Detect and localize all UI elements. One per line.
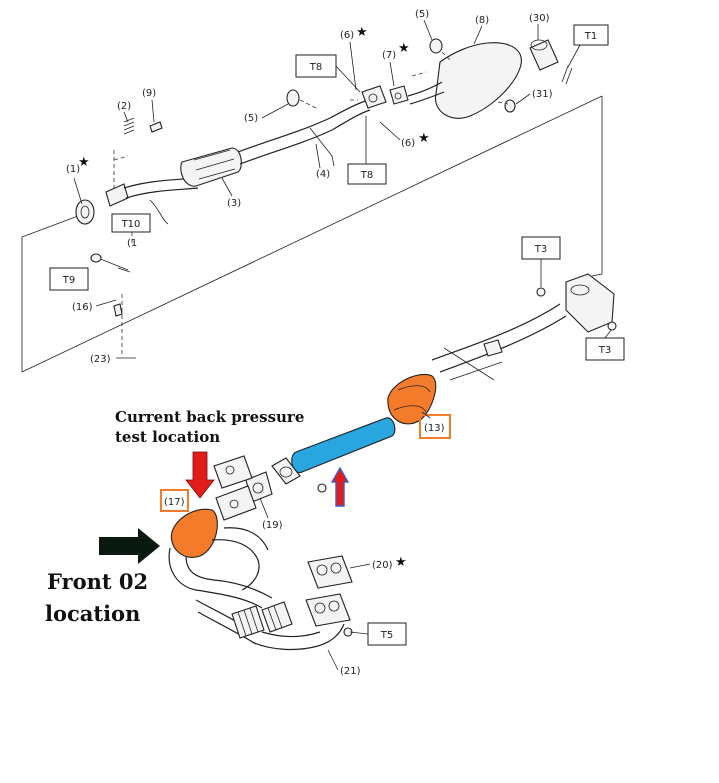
callout-p16: (16)	[72, 302, 93, 313]
front-o2-label-line2: location	[45, 601, 140, 626]
upper-exhaust-assembly	[75, 38, 573, 354]
callout-p3: (3)	[227, 198, 241, 209]
callout-p5b: (5)	[415, 9, 429, 20]
svg-text:T10: T10	[121, 219, 141, 230]
svg-text:T3: T3	[534, 244, 547, 255]
callout-p23: (23)	[90, 354, 111, 365]
back-pressure-label-line2: test location	[115, 428, 220, 446]
callout-p8: (8)	[475, 15, 489, 26]
front-o2-label-line1: Front 02	[47, 569, 148, 594]
callout-p-cut: (1	[127, 238, 137, 249]
torque-label-t8a: T8	[295, 54, 361, 93]
leader-lines	[73, 19, 539, 671]
callout-p19: (19)	[262, 520, 283, 531]
callout-p20: (20)	[372, 560, 393, 571]
callout-p13: (13)	[424, 423, 445, 434]
callout-p31: (31)	[532, 89, 553, 100]
callout-p5a: (5)	[244, 113, 258, 124]
callout-p4: (4)	[316, 169, 330, 180]
callout-p6b: (6)	[401, 138, 415, 149]
svg-text:T8: T8	[309, 62, 322, 73]
torque-label-t3a: T3	[521, 236, 561, 287]
callout-p9: (9)	[142, 88, 156, 99]
star-p1: ★	[78, 155, 90, 170]
front-pipe-highlight	[291, 417, 396, 473]
svg-text:T9: T9	[62, 275, 75, 286]
callout-p2: (2)	[117, 101, 131, 112]
torque-label-t9: T9	[49, 267, 89, 291]
svg-text:T5: T5	[380, 630, 393, 641]
back-pressure-label-line1: Current back pressure	[115, 408, 304, 426]
callout-p6a: (6)	[340, 30, 354, 41]
star-p20: ★	[395, 555, 407, 570]
svg-text:T1: T1	[584, 31, 597, 42]
callout-p7: (7)	[382, 50, 396, 61]
front-pipe-up-arrow	[330, 466, 350, 507]
torque-label-t5: T5	[349, 622, 407, 646]
callout-p21: (21)	[340, 666, 361, 677]
star-p6a: ★	[356, 25, 368, 40]
torque-label-t3b: T3	[585, 329, 625, 361]
lower-exhaust-assembly	[245, 273, 617, 637]
callout-p1: (1)	[66, 164, 80, 175]
section-frame	[21, 95, 603, 373]
highlight-box-13	[419, 414, 451, 439]
star-p7: ★	[398, 41, 410, 56]
catalytic-converter-17	[170, 508, 218, 558]
exhaust-manifold-assembly	[168, 455, 353, 651]
star-p6b: ★	[418, 131, 430, 146]
svg-text:T3: T3	[598, 345, 611, 356]
back-pressure-red-arrow	[185, 451, 215, 499]
callout-p17: (17)	[164, 497, 185, 508]
svg-text:T8: T8	[360, 170, 373, 181]
highlight-box-17	[160, 489, 189, 512]
torque-label-t1: T1	[567, 24, 609, 68]
torque-label-t10: T10	[111, 213, 151, 233]
torque-label-t8b: T8	[347, 116, 387, 185]
front-o2-black-arrow	[99, 528, 160, 564]
callout-p30: (30)	[529, 13, 550, 24]
